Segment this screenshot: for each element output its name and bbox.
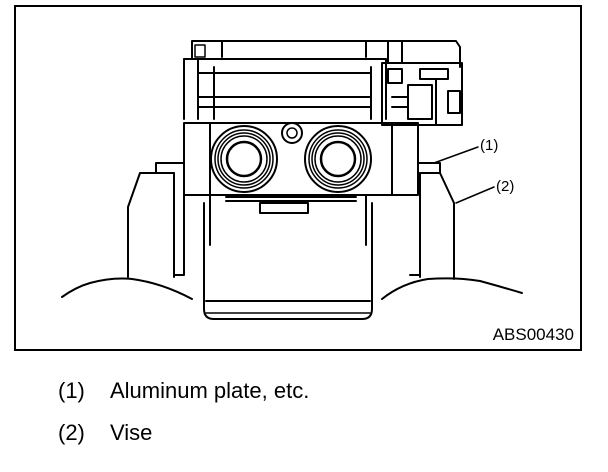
unit-lower-body [203, 194, 373, 320]
callout-1: (1) [480, 137, 498, 154]
abs-unit-in-vise-illustration: (1) (2) [61, 40, 523, 320]
legend-text: Vise [110, 420, 153, 445]
figure-frame: (1) (2) ABS00430 [14, 5, 582, 351]
break-lines [61, 277, 523, 300]
callout-2: (2) [496, 178, 514, 195]
legend-number: (2) [58, 420, 85, 445]
right-port [304, 125, 372, 193]
figure-code: ABS00430 [492, 325, 574, 344]
legend-text: Aluminum plate, etc. [110, 378, 310, 403]
leader-lines [433, 146, 495, 204]
aluminum-plates [155, 162, 441, 276]
vise-jaws [127, 172, 455, 280]
legend-item-1: (1) Aluminum plate, etc. [58, 378, 309, 404]
valve-block [183, 122, 419, 202]
unit-upper-cover [183, 40, 463, 126]
legend-number: (1) [58, 378, 85, 403]
left-port [210, 125, 278, 193]
legend-item-2: (2) Vise [58, 420, 152, 446]
